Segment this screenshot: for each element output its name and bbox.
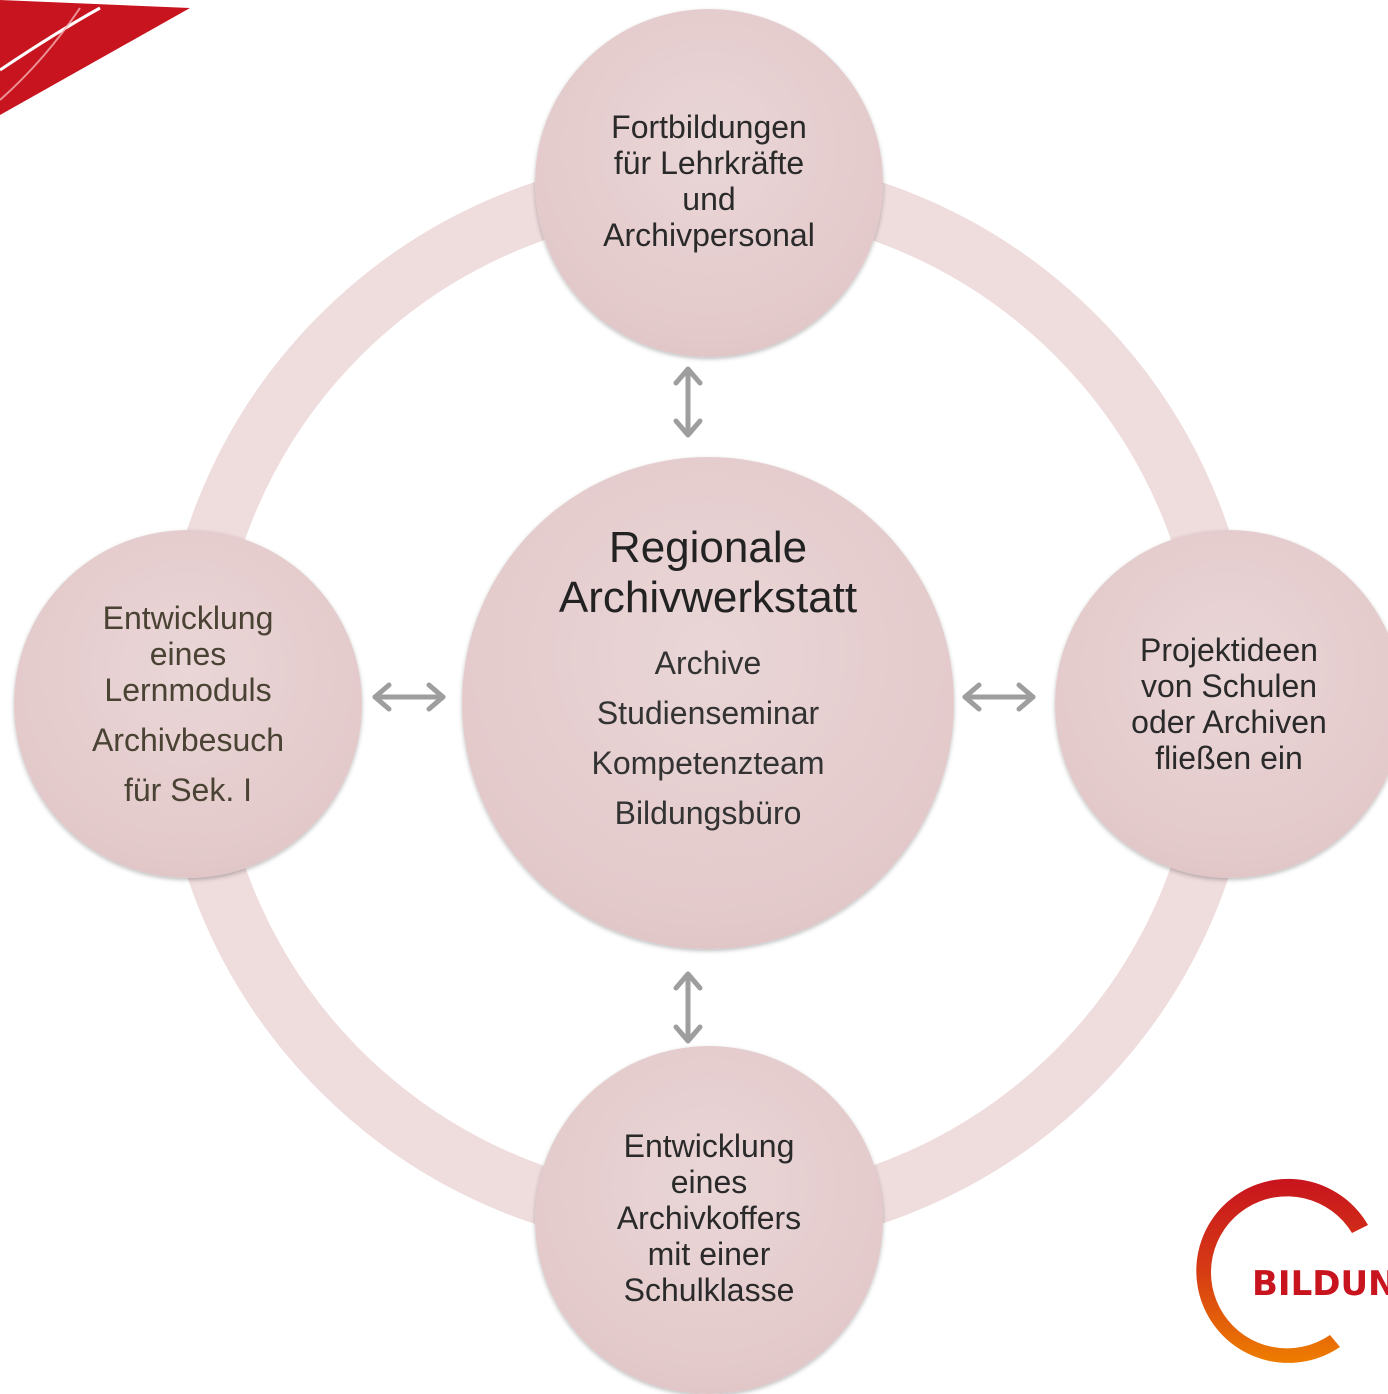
node-text-line: Entwicklung bbox=[623, 1128, 795, 1164]
node-regionale-archivwerkstatt: Regionale Archivwerkstatt Archive Studie… bbox=[462, 457, 954, 949]
corner-swoosh-icon bbox=[0, 0, 190, 115]
node-text-line: für Sek. I bbox=[123, 772, 253, 808]
node-text-line: für Lehrkräfte bbox=[613, 145, 805, 181]
center-title-line: Archivwerkstatt bbox=[558, 573, 858, 622]
double-headed-arrow-icon bbox=[962, 682, 1036, 712]
node-text-line: oder Archiven bbox=[1131, 704, 1327, 740]
node-text-line: Archivpersonal bbox=[603, 217, 815, 253]
double-headed-arrow-icon bbox=[673, 366, 703, 438]
node-projektideen: Projektideen von Schulen oder Archiven f… bbox=[1055, 530, 1388, 878]
center-member: Studienseminar bbox=[596, 695, 820, 731]
node-text-line: Archivkoffers bbox=[616, 1200, 802, 1236]
center-member: Bildungsbüro bbox=[614, 795, 802, 831]
node-text-line: Schulklasse bbox=[623, 1272, 795, 1308]
node-text-line: mit einer bbox=[647, 1236, 771, 1272]
logo-text: BILDUN bbox=[1252, 1264, 1388, 1304]
node-text-line: Lernmoduls bbox=[104, 672, 272, 708]
center-member: Archive bbox=[654, 645, 762, 681]
node-text-line: eines bbox=[670, 1164, 748, 1200]
node-text-line: Archivbesuch bbox=[91, 722, 285, 758]
double-headed-arrow-icon bbox=[673, 971, 703, 1044]
node-text-line: von Schulen bbox=[1140, 668, 1318, 704]
node-text-line: Fortbildungen bbox=[611, 109, 807, 145]
center-member: Kompetenzteam bbox=[591, 745, 825, 781]
bildung-logo-icon: BILDUN bbox=[1196, 1178, 1388, 1363]
node-text-line: fließen ein bbox=[1155, 740, 1303, 776]
node-fortbildungen: Fortbildungen für Lehrkräfte und Archivp… bbox=[535, 9, 883, 357]
node-text-line: Entwicklung bbox=[102, 600, 274, 636]
double-headed-arrow-icon bbox=[372, 682, 446, 712]
node-text-line: eines bbox=[149, 636, 227, 672]
node-text-line: und bbox=[682, 181, 736, 217]
center-title-line: Regionale bbox=[608, 523, 808, 572]
node-archivkoffer: Entwicklung eines Archivkoffers mit eine… bbox=[535, 1046, 883, 1394]
node-lernmodul: Entwicklung eines Lernmoduls Archivbesuc… bbox=[14, 530, 362, 878]
node-text-line: Projektideen bbox=[1140, 632, 1318, 668]
